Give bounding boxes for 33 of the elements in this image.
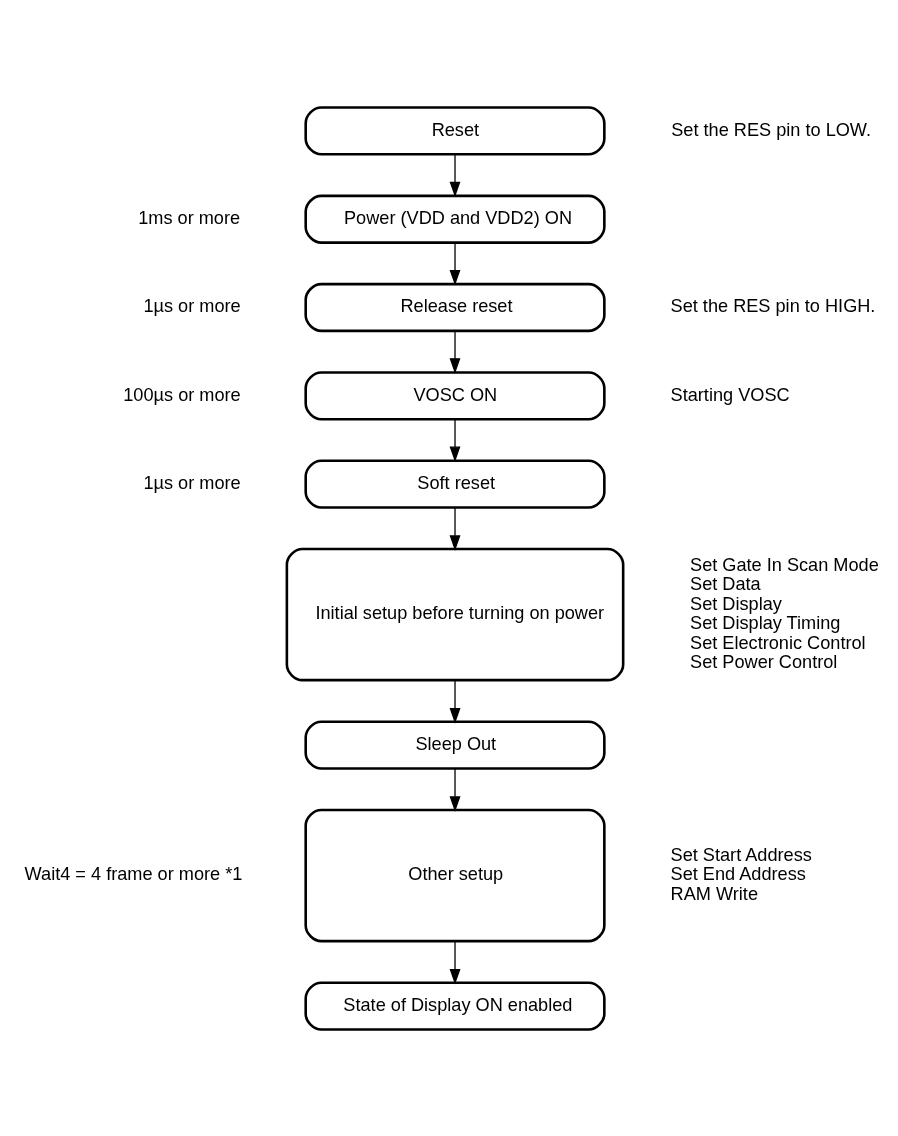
node-label: Set Display xyxy=(689,593,782,614)
node-label: Starting VOSC xyxy=(670,384,790,405)
node-box: Release reset xyxy=(303,282,606,332)
node-label: Set End Address xyxy=(670,863,806,884)
node-box: Other setup xyxy=(303,808,606,942)
node-box: Power (VDD and VDD2) ON xyxy=(303,194,606,244)
node-box: Soft reset xyxy=(303,458,606,509)
arrow xyxy=(449,153,460,197)
node-label: Set Gate In Scan Mode xyxy=(689,554,879,575)
arrow xyxy=(449,767,460,812)
arrow xyxy=(449,330,460,374)
arrow xyxy=(449,679,460,724)
node-box: Initial setup before turning on power xyxy=(285,547,624,681)
node-label: Set the RES pin to LOW. xyxy=(670,119,871,140)
node-box: VOSC ON xyxy=(303,370,606,420)
node-box: State of Display ON enabled xyxy=(303,980,606,1031)
label: 100µs or more xyxy=(122,384,241,405)
node-label: RAM Write xyxy=(670,883,758,904)
node-label: Set Electronic Control xyxy=(689,632,866,653)
node-box: Reset xyxy=(303,105,606,156)
label: Wait4 = 4 frame or more *1 xyxy=(24,863,242,884)
label: 1µs or more xyxy=(142,295,241,316)
node-label: Set the RES pin to HIGH. xyxy=(670,295,875,316)
node-label: Set Power Control xyxy=(689,651,837,672)
arrow xyxy=(449,940,460,985)
node-box: Sleep Out xyxy=(303,719,606,770)
arrow xyxy=(449,506,460,551)
arrow xyxy=(449,418,460,462)
label: 1µs or more xyxy=(142,472,241,493)
arrow xyxy=(449,241,460,285)
label: 1ms or more xyxy=(137,207,240,228)
node-label: Set Start Address xyxy=(670,844,812,865)
node-label: Set Data xyxy=(689,573,761,594)
